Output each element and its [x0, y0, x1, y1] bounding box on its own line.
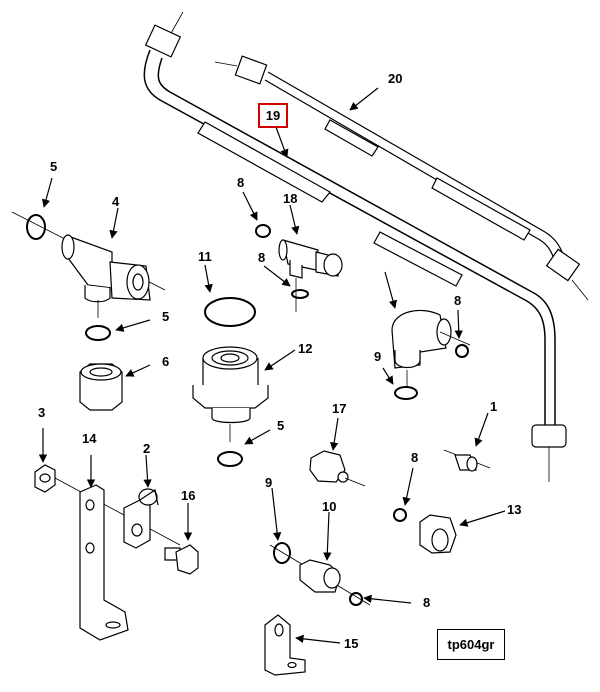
part-3-nut — [34, 464, 181, 546]
callout-9-lower: 9 — [265, 475, 273, 490]
part-13-plug — [393, 508, 457, 554]
callout-8-lower-right: 8 — [411, 450, 419, 465]
callout-16: 16 — [181, 488, 196, 503]
callout-18: 18 — [283, 191, 298, 206]
part-14-bracket — [79, 484, 129, 641]
part-4-tee-fitting — [11, 211, 166, 318]
callout-9-upper: 9 — [374, 349, 382, 364]
o-ring-5-lower — [217, 451, 243, 467]
part-1-fitting — [443, 449, 491, 472]
callout-2: 2 — [143, 441, 151, 456]
callout-12: 12 — [298, 341, 313, 356]
callout-5-lower: 5 — [277, 418, 285, 433]
callout-20: 20 — [388, 71, 403, 86]
callout-5-top: 5 — [50, 159, 58, 174]
callout-14: 14 — [82, 431, 97, 446]
part-17-hex — [309, 450, 366, 487]
callout-19-label: 19 — [265, 108, 281, 123]
callout-4: 4 — [112, 194, 120, 209]
part-7-elbow — [391, 309, 471, 400]
part-2-clamp — [123, 488, 159, 549]
callout-10: 10 — [322, 499, 337, 514]
part-12-bulkhead — [192, 346, 269, 442]
part-16-bolt — [164, 544, 199, 575]
callout-3: 3 — [38, 405, 46, 420]
callout-arrows — [38, 87, 506, 644]
figure-id-label: tp604gr — [447, 637, 495, 652]
callout-17: 17 — [332, 401, 347, 416]
callout-6: 6 — [162, 354, 170, 369]
callout-5-mid: 5 — [162, 309, 170, 324]
callout-1: 1 — [490, 399, 498, 414]
callout-8-upper: 8 — [237, 175, 245, 190]
o-ring-5-upper — [85, 325, 111, 341]
tube-19 — [143, 11, 567, 482]
callout-19-highlighted: 19 — [258, 103, 288, 128]
callout-11: 11 — [198, 249, 212, 264]
figure-id-box: tp604gr — [437, 629, 505, 660]
part-10-union — [269, 542, 371, 606]
part-18-elbow — [255, 224, 343, 312]
callout-8-bottom: 8 — [423, 595, 431, 610]
tube-20 — [214, 55, 589, 301]
callout-8-right: 8 — [454, 293, 462, 308]
part-15-bracket — [264, 614, 306, 676]
callout-15: 15 — [344, 636, 359, 651]
part-6-hex-nut — [79, 363, 123, 411]
part-11-o-ring — [204, 297, 256, 327]
callout-8-mid: 8 — [258, 250, 266, 265]
callout-13: 13 — [507, 502, 522, 517]
